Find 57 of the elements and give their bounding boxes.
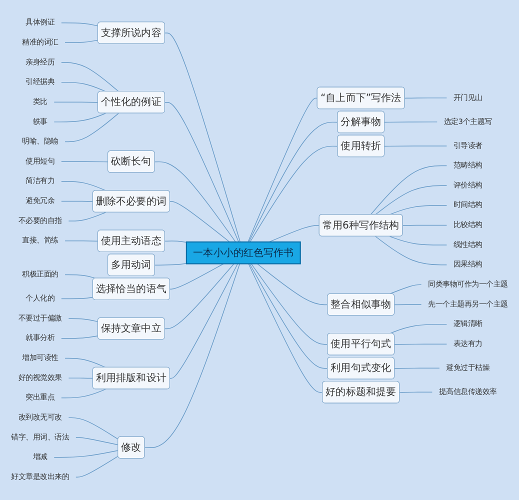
- connector: [389, 324, 448, 334]
- connector: [256, 263, 328, 306]
- connector: [64, 358, 106, 368]
- connector: [389, 205, 448, 215]
- connector: [384, 146, 448, 147]
- connector: [68, 212, 106, 222]
- connector: [61, 181, 106, 191]
- connector: [164, 102, 240, 242]
- connector: [61, 22, 98, 26]
- connector: [248, 98, 318, 242]
- connector: [76, 437, 118, 446]
- connector: [394, 304, 422, 306]
- connector: [61, 296, 94, 300]
- connector: [249, 263, 328, 369]
- connector: [144, 263, 240, 448]
- connector: [61, 388, 106, 398]
- connector: [68, 417, 118, 440]
- connector: [248, 263, 323, 393]
- connector: [64, 40, 98, 44]
- connector: [402, 224, 448, 226]
- connector: [375, 236, 448, 266]
- connector: [370, 165, 448, 215]
- connector: [61, 336, 98, 339]
- connector: [250, 263, 328, 345]
- connector: [64, 240, 98, 242]
- connector: [64, 112, 119, 142]
- connector: [164, 32, 241, 242]
- connector: [54, 450, 118, 458]
- connector: [389, 236, 448, 246]
- node-box: 一本小小的红色写作书: [186, 241, 301, 264]
- connector: [154, 262, 187, 266]
- connector: [61, 161, 108, 162]
- connector: [164, 263, 234, 330]
- connector: [68, 318, 98, 322]
- connector: [68, 378, 94, 379]
- connector: [154, 161, 236, 242]
- connector: [170, 201, 230, 242]
- connector: [394, 368, 440, 369]
- connector: [384, 122, 438, 123]
- connector: [375, 185, 448, 215]
- connector: [389, 284, 422, 294]
- connector: [164, 240, 187, 243]
- connector: [61, 200, 94, 202]
- connector: [250, 146, 338, 242]
- connector: [394, 344, 448, 345]
- connector: [61, 62, 119, 92]
- connector: [54, 112, 106, 122]
- connector: [170, 263, 238, 379]
- connector: [170, 263, 224, 290]
- connector: [404, 98, 448, 99]
- connector: [76, 456, 118, 478]
- connector: [399, 392, 433, 393]
- connector: [268, 225, 320, 242]
- connector: [61, 82, 106, 92]
- connector: [64, 274, 96, 279]
- connector: [248, 122, 338, 242]
- connector: [54, 102, 98, 103]
